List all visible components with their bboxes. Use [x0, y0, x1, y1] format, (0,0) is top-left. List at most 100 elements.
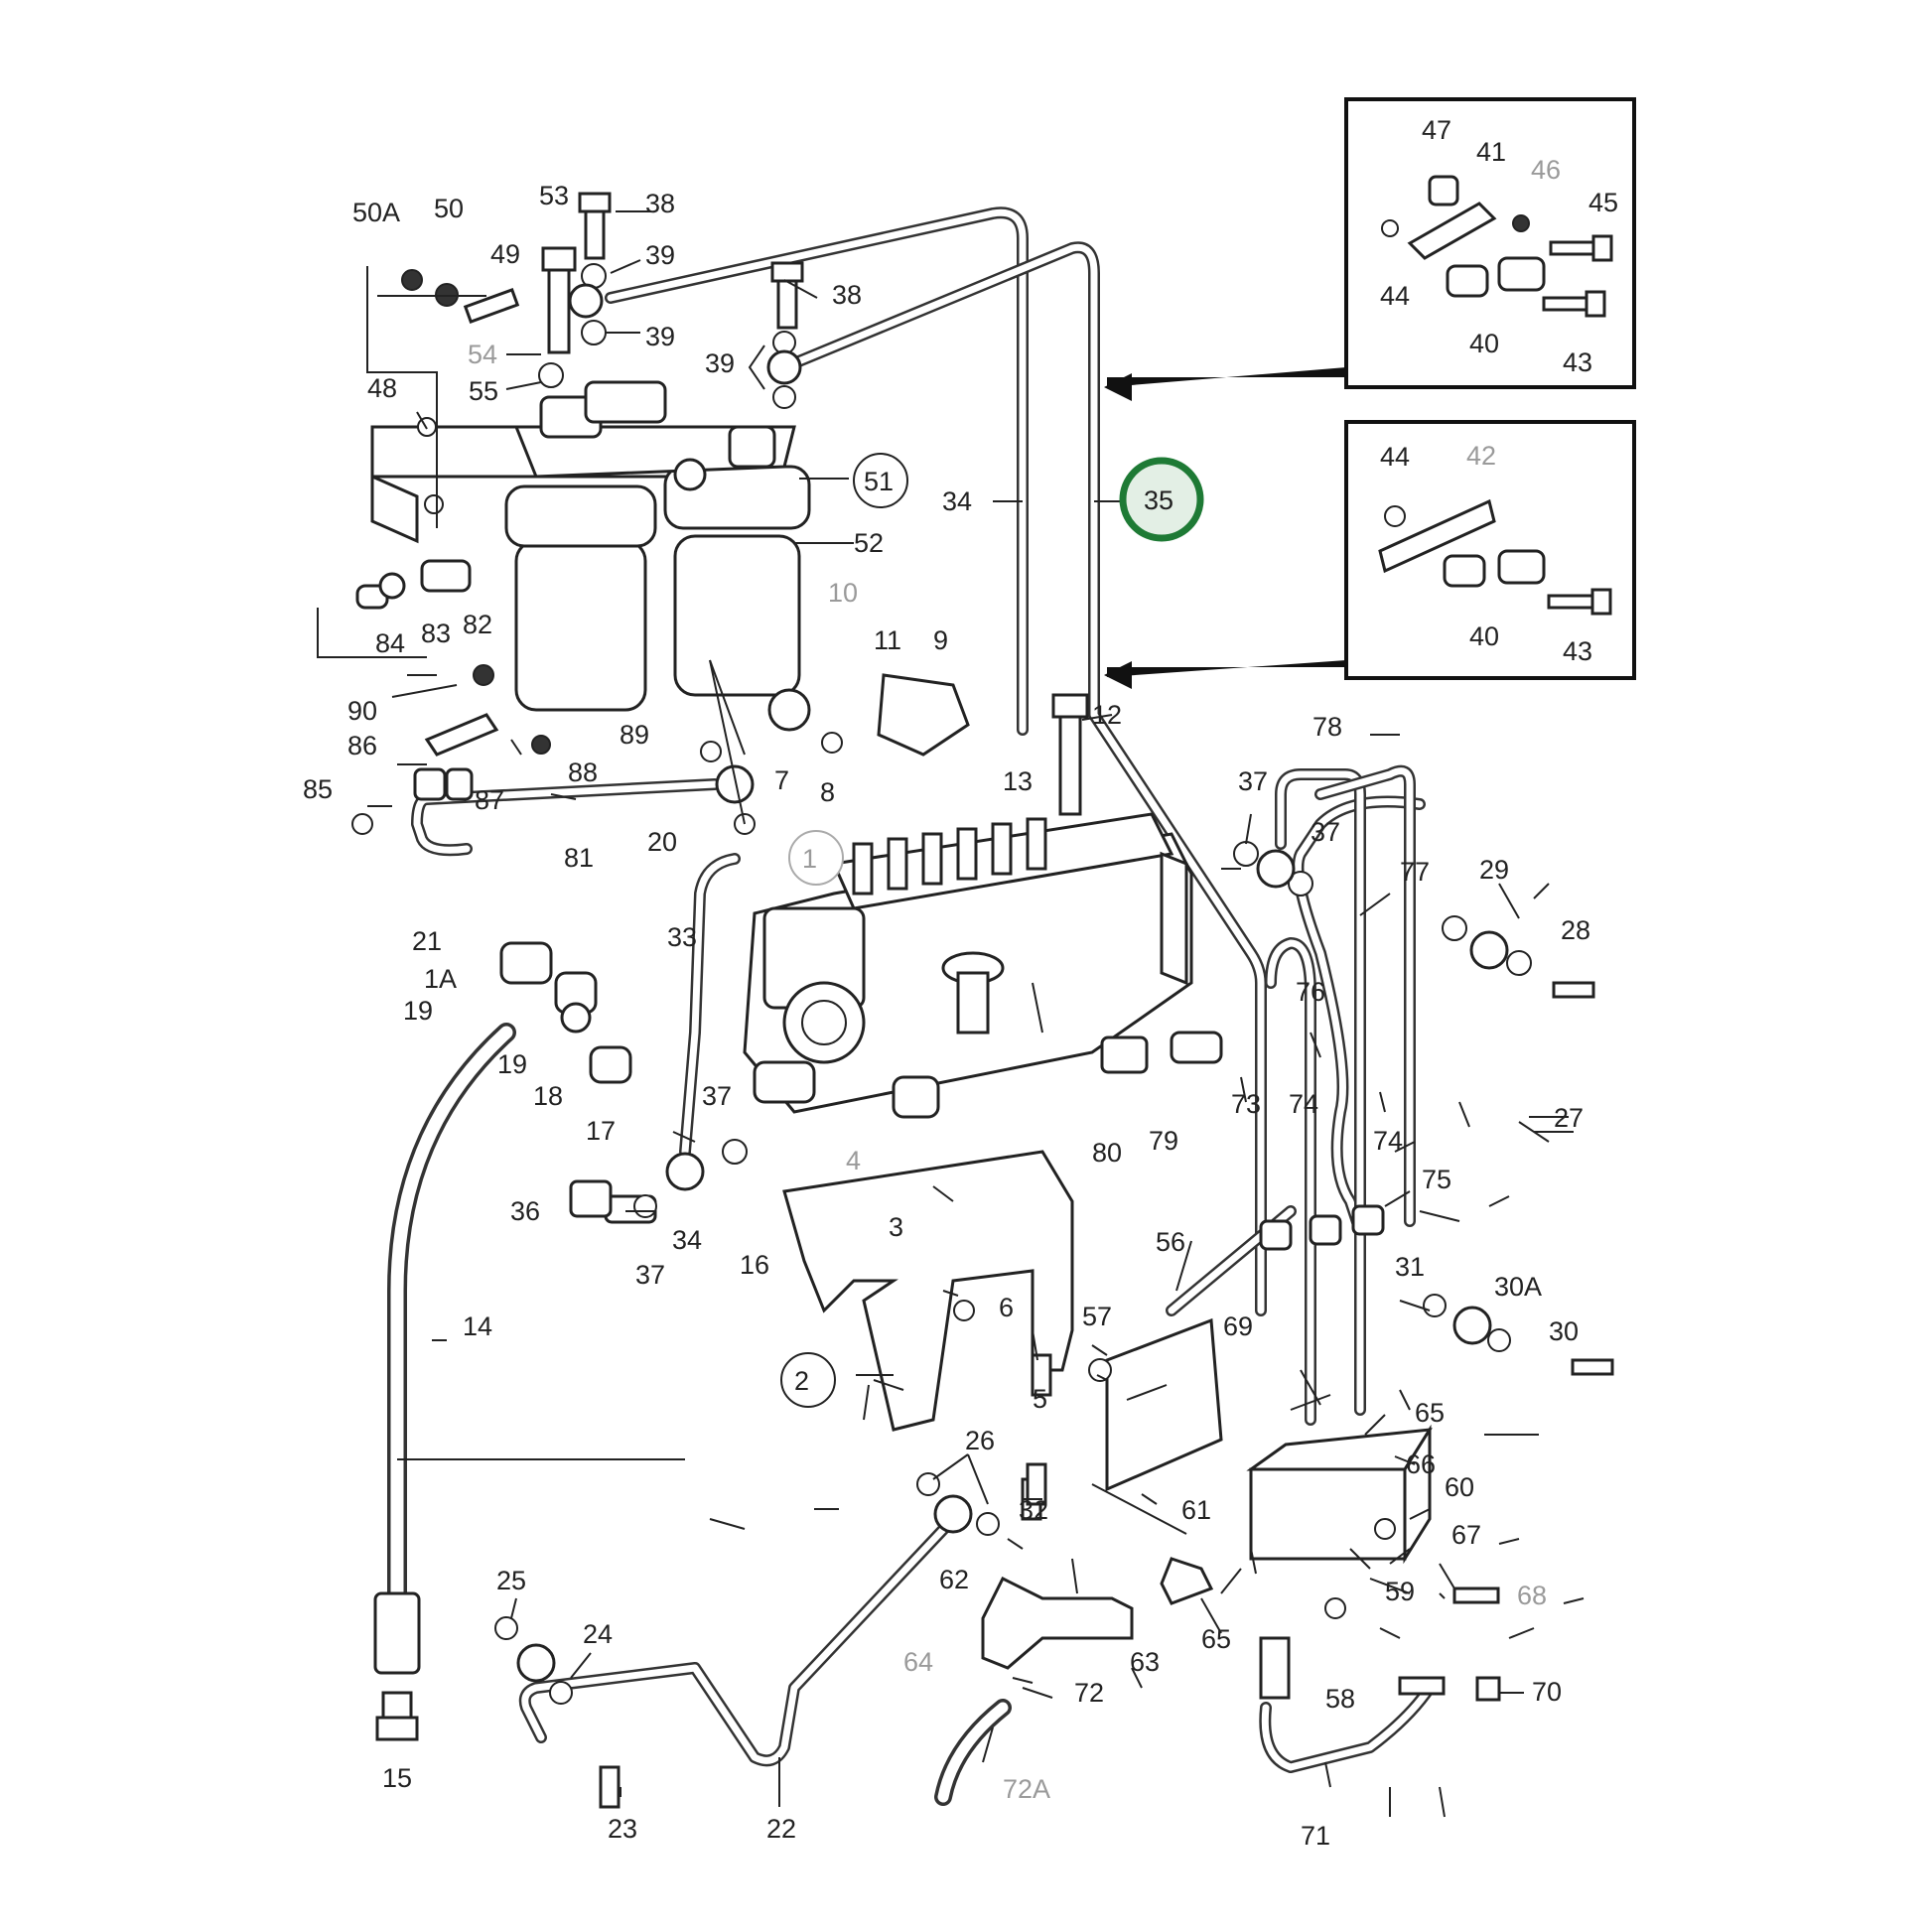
callout-83: 83 — [421, 619, 451, 648]
callout-78: 78 — [1312, 712, 1342, 742]
callout-62: 62 — [939, 1565, 969, 1594]
callout-70: 70 — [1532, 1677, 1562, 1707]
callout-19-upper: 19 — [403, 996, 433, 1026]
callout-68: 68 — [1517, 1581, 1547, 1610]
fitting-icon — [499, 283, 1509, 1702]
callout-86: 86 — [347, 731, 377, 760]
callout-67: 67 — [1451, 1520, 1481, 1550]
callout-39-left: 39 — [705, 348, 735, 378]
callout-20: 20 — [647, 827, 677, 857]
callout-35-highlight-circle — [1119, 457, 1204, 542]
callout-72A: 72A — [1003, 1774, 1050, 1804]
callout-4: 4 — [846, 1146, 861, 1175]
bracket-icon — [782, 1150, 1433, 1565]
callout-24: 24 — [583, 1619, 613, 1649]
callout-32: 32 — [1019, 1495, 1048, 1525]
callout-57: 57 — [1082, 1302, 1112, 1331]
callout-34-lower: 34 — [672, 1225, 702, 1255]
callout-39-middle: 39 — [645, 322, 675, 351]
callout-1A: 1A — [424, 964, 457, 994]
callout-28: 28 — [1561, 915, 1590, 945]
callout-43-bottom-inset: 43 — [1563, 636, 1592, 666]
callout-11: 11 — [874, 625, 901, 655]
callout-25: 25 — [496, 1566, 526, 1595]
clamp-icon — [1381, 175, 1546, 298]
callout-81: 81 — [564, 843, 594, 873]
callout-65-lower: 65 — [1201, 1624, 1231, 1654]
callout-72: 72 — [1074, 1678, 1104, 1708]
callout-51-circle — [853, 453, 908, 508]
callout-27: 27 — [1554, 1103, 1584, 1133]
callout-50A: 50A — [352, 198, 400, 227]
callout-12: 12 — [1092, 700, 1122, 730]
callout-63: 63 — [1130, 1647, 1160, 1677]
arrow-top-icon — [1104, 373, 1132, 401]
callout-38-lower: 38 — [832, 280, 862, 310]
callout-31: 31 — [1395, 1252, 1425, 1282]
callout-14: 14 — [463, 1311, 492, 1341]
callout-10: 10 — [828, 578, 858, 608]
callout-26: 26 — [965, 1426, 995, 1455]
callout-79: 79 — [1149, 1126, 1178, 1156]
callout-labels: 1 1A 2 3 4 5 6 7 8 9 10 11 12 13 14 15 1… — [303, 115, 1618, 1851]
callout-51: 51 — [864, 467, 894, 496]
callout-15: 15 — [382, 1763, 412, 1793]
callout-29: 29 — [1479, 855, 1509, 885]
leader-lines — [317, 210, 1585, 1818]
callout-46: 46 — [1531, 155, 1561, 185]
callout-60: 60 — [1445, 1472, 1474, 1502]
callout-53: 53 — [539, 181, 569, 210]
callout-34-upper: 34 — [942, 486, 972, 516]
callout-22: 22 — [766, 1814, 796, 1844]
clamp-icon — [351, 559, 551, 835]
callout-43-top-inset: 43 — [1563, 347, 1592, 377]
callout-37-right-upper: 37 — [1238, 766, 1268, 796]
callout-30A: 30A — [1494, 1272, 1542, 1302]
callout-82: 82 — [463, 610, 492, 639]
callout-30: 30 — [1549, 1316, 1579, 1346]
callout-85: 85 — [303, 774, 333, 804]
callout-5: 5 — [1033, 1384, 1047, 1414]
callout-44-top-inset: 44 — [1380, 281, 1410, 311]
callout-1-circle — [788, 830, 844, 886]
callout-36: 36 — [510, 1196, 540, 1226]
bolt-icon — [1542, 234, 1613, 318]
callout-18: 18 — [533, 1081, 563, 1111]
callout-74-left: 74 — [1289, 1089, 1318, 1119]
callout-6: 6 — [999, 1293, 1014, 1322]
callout-65-upper: 65 — [1415, 1398, 1445, 1428]
callout-19-lower: 19 — [497, 1049, 527, 1079]
callout-37-bottom: 37 — [635, 1260, 665, 1290]
callout-42: 42 — [1466, 441, 1496, 471]
callout-44-bottom-inset: 44 — [1380, 442, 1410, 472]
callout-8: 8 — [820, 777, 835, 807]
callout-37-left: 37 — [702, 1081, 732, 1111]
callout-66: 66 — [1406, 1449, 1436, 1479]
callout-39-upper: 39 — [645, 240, 675, 270]
callout-17: 17 — [586, 1116, 616, 1146]
callout-76: 76 — [1296, 977, 1325, 1007]
callout-38-upper: 38 — [645, 189, 675, 218]
callout-56: 56 — [1156, 1227, 1185, 1257]
callout-16: 16 — [740, 1250, 769, 1280]
callout-54: 54 — [468, 340, 497, 369]
callout-1: 1 — [802, 844, 817, 874]
callout-84: 84 — [375, 628, 405, 658]
callout-40-top-inset: 40 — [1469, 329, 1499, 358]
callout-52: 52 — [854, 528, 884, 558]
callout-23: 23 — [608, 1814, 637, 1844]
callout-13: 13 — [1003, 766, 1033, 796]
callout-2-circle — [780, 1352, 836, 1408]
hose-icon — [373, 1023, 1012, 1806]
callout-49: 49 — [490, 239, 520, 269]
callout-90: 90 — [347, 696, 377, 726]
detail-inset-bottom — [1107, 420, 1636, 680]
callout-47: 47 — [1422, 115, 1451, 145]
detail-inset-top — [1107, 97, 1636, 389]
callout-74-right: 74 — [1373, 1126, 1403, 1156]
callout-48: 48 — [367, 373, 397, 403]
pipe-icon — [411, 207, 1436, 1773]
callout-71: 71 — [1301, 1821, 1330, 1851]
callout-77: 77 — [1400, 857, 1430, 887]
